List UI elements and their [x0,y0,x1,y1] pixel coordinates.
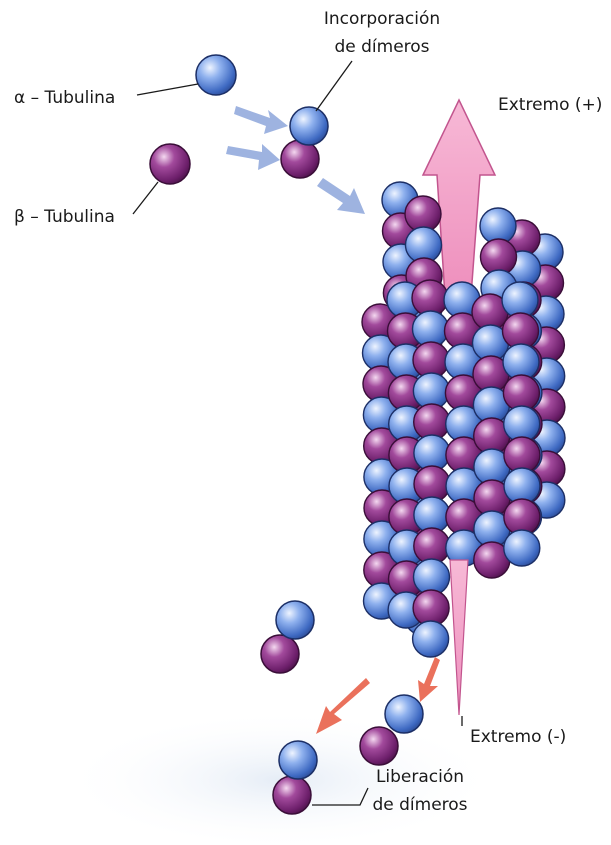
alpha-tubulin-label: α – Tubulina [14,88,115,108]
alpha-leader [137,84,198,95]
minus-end-arrow-tail [450,560,468,715]
free-alpha-tubulin [196,55,236,95]
release-arrow-2 [418,657,440,702]
incorporation-label-line1: Incorporación [324,9,440,29]
free-beta-tubulin [150,144,190,184]
incorporation-leader [316,61,352,111]
incorporation-arrow-3 [317,178,365,214]
beta-leader [133,182,158,214]
beta-tubulin-label: β – Tubulina [14,207,115,227]
minus-end-label: Extremo (-) [470,727,566,747]
incorporation-arrow-2 [226,144,280,170]
incorporation-label-line2: de dímeros [334,37,429,57]
incorporation-arrow-1 [234,106,288,134]
release-label-line2: de dímeros [372,795,467,815]
alpha-tubulin-subunit [413,621,449,657]
released-dimer-top [261,601,314,673]
release-label-line1: Liberación [376,767,464,787]
incoming-dimer [281,107,328,178]
alpha-tubulin-subunit [504,530,540,566]
plus-end-label: Extremo (+) [498,95,602,115]
